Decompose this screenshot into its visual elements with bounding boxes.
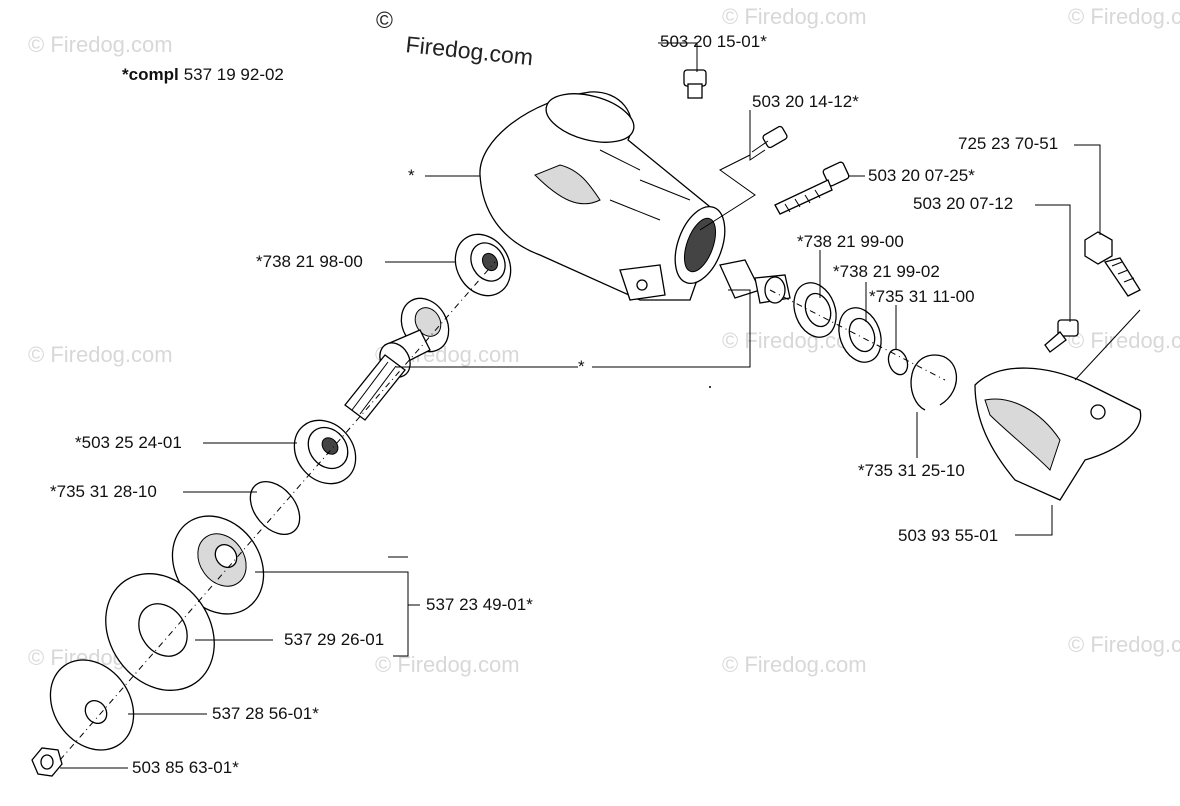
part-label-503-20-15-01[interactable]: 503 20 15-01*	[660, 32, 767, 51]
gear-housing	[479, 91, 726, 301]
part-label-503-20-07-12[interactable]: 503 20 07-12	[913, 194, 1013, 213]
part-label-738-21-99-02[interactable]: *738 21 99-02	[833, 262, 940, 281]
part-label-537-23-49-01[interactable]: 537 23 49-01*	[426, 595, 533, 614]
drive-disc	[171, 515, 265, 615]
part-label-738-21-98-00[interactable]: *738 21 98-00	[256, 252, 363, 271]
watermark: © Firedog.com	[28, 342, 173, 367]
watermark: © Firedog.com	[1068, 328, 1180, 353]
bearing-top	[454, 233, 512, 297]
part-label-735-31-11-00[interactable]: *735 31 11-00	[869, 287, 975, 306]
watermark: © Firedog.com	[722, 4, 867, 29]
watermark: © Firedog.com	[722, 652, 867, 677]
assembly-marker: *	[408, 166, 415, 185]
part-label-503-20-14-12[interactable]: 503 20 14-12*	[752, 92, 859, 111]
leader-lines	[60, 42, 1141, 769]
part-label-537-29-26-01[interactable]: 537 29 26-01	[284, 630, 384, 649]
long-screw	[774, 161, 850, 215]
small-screw	[751, 125, 788, 153]
part-label-735-31-28-10[interactable]: *735 31 28-10	[50, 482, 157, 501]
watermark: © Firedog.com	[1068, 632, 1180, 657]
part-label-738-21-99-00[interactable]: *738 21 99-00	[797, 232, 904, 251]
bearing-right-2	[838, 307, 882, 363]
gear-shaft	[344, 297, 450, 421]
hex-bolt	[1084, 231, 1141, 297]
cover-screw	[1044, 319, 1079, 353]
lock-nut	[31, 747, 63, 777]
watermark: © Firedog.com	[28, 32, 173, 57]
part-labels: * * 503 20 15-01* 503 20 14-12* 503 20 0…	[50, 32, 1058, 777]
part-label-735-31-25-10[interactable]: *735 31 25-10	[858, 461, 965, 480]
support-cup	[105, 573, 215, 691]
pinion-gear	[719, 259, 791, 304]
snap-ring-lower	[249, 481, 301, 535]
washer	[49, 659, 135, 751]
brand-mark: © Firedog.com	[376, 7, 534, 70]
retaining-ring	[910, 354, 957, 411]
part-label-537-28-56-01[interactable]: 537 28 56-01*	[212, 704, 319, 723]
part-label-503-93-55-01[interactable]: 503 93 55-01	[898, 526, 998, 545]
part-label-725-23-70-51[interactable]: 725 23 70-51	[958, 134, 1058, 153]
part-label-503-20-07-25[interactable]: 503 20 07-25*	[868, 166, 975, 185]
shield-cover	[974, 367, 1142, 501]
part-label-503-25-24-01[interactable]: *503 25 24-01	[75, 433, 182, 452]
snap-ring-small	[887, 348, 909, 376]
assembly-marker: *	[578, 357, 585, 376]
bearing-lower	[293, 419, 357, 485]
stray-dot	[709, 386, 711, 388]
watermark: © Firedog.com	[1068, 4, 1180, 29]
copyright-symbol: ©	[376, 7, 393, 33]
plug-screw	[683, 69, 707, 99]
part-label-503-85-63-01[interactable]: 503 85 63-01*	[132, 758, 239, 777]
brand-name: Firedog.com	[404, 31, 534, 70]
